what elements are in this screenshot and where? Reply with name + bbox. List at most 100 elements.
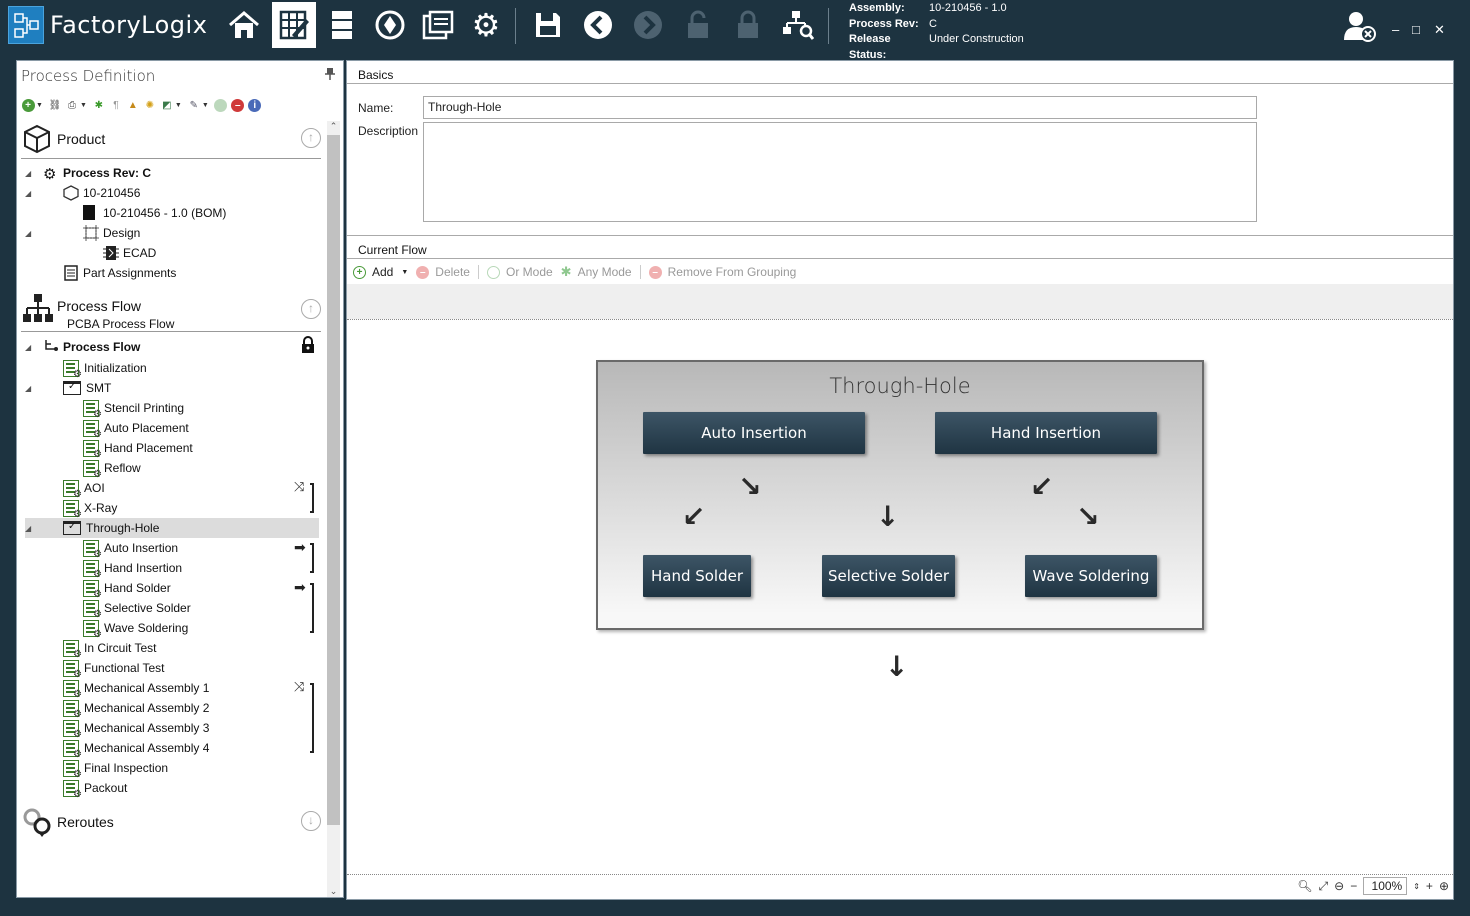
expand-icon[interactable]: ◢ [25,343,31,352]
documents-button[interactable] [416,2,460,48]
tree-step-final-inspection[interactable]: Final Inspection [25,758,168,778]
lock-button[interactable] [726,2,770,48]
expand-down-icon[interactable]: ↓ [301,811,321,831]
map-icon[interactable]: ◩ [160,98,174,112]
tree-step-aoi[interactable]: AOI [25,478,105,498]
tree-item-process-rev[interactable]: ◢ ⚙ Process Rev: C [25,163,151,183]
pencil-icon[interactable]: ✎ [187,98,201,112]
product-section-header[interactable]: Product ↑ [21,124,321,154]
caret-down-icon[interactable]: ▼ [202,102,209,109]
tree-step-hand-solder[interactable]: Hand Solder [25,578,171,598]
home-button[interactable] [222,2,266,48]
node-wave-soldering[interactable]: Wave Soldering [1025,555,1157,597]
materials-button[interactable] [320,2,364,48]
tree-step-wave-soldering[interactable]: Wave Soldering [25,618,188,638]
flow-canvas[interactable]: Through-Hole Auto Insertion Hand Inserti… [347,319,1453,875]
tree-step-auto-placement[interactable]: Auto Placement [25,418,189,438]
or-mode-button[interactable]: Or Mode [487,265,553,279]
delete-button[interactable]: – Delete [416,265,470,279]
node-selective-solder[interactable]: Selective Solder [822,555,955,597]
tree-item-ecad[interactable]: ECAD [25,243,156,263]
tree-step-in-circuit-test[interactable]: In Circuit Test [25,638,156,658]
tree-step-reflow[interactable]: Reflow [25,458,141,478]
tree-step-packout[interactable]: Packout [25,778,127,798]
any-mode-button[interactable]: ✱ Any Mode [561,264,632,280]
expand-icon[interactable]: ◢ [25,169,31,178]
probe-icon[interactable]: ¶ [109,98,123,112]
flask-icon[interactable]: ▲ [126,98,140,112]
lock-icon[interactable] [300,336,316,357]
user-logoff-button[interactable] [1344,10,1376,45]
node-hand-insertion[interactable]: Hand Insertion [935,412,1157,454]
zoom-in-more-icon[interactable]: ⊕ [1439,879,1449,893]
add-icon[interactable]: + [21,98,35,112]
tree-step-mechanical-assembly-1[interactable]: Mechanical Assembly 1 [25,678,209,698]
disabled-circle-icon[interactable] [214,98,228,112]
tree-step-stencil-printing[interactable]: Stencil Printing [25,398,184,418]
tree-item-process-flow-root[interactable]: ◢ Process Flow [25,337,140,357]
gear-gold-icon[interactable]: ✺ [143,98,157,112]
caret-down-icon[interactable]: ▼ [401,269,408,276]
minimize-button[interactable]: – [1392,22,1399,37]
caret-down-icon[interactable]: ▼ [80,102,87,109]
expand-icon[interactable]: ◢ [25,229,31,238]
zoom-all-icon[interactable]: ⤢ [1319,879,1329,894]
name-field[interactable]: Through-Hole [423,96,1257,119]
expand-icon[interactable]: ◢ [25,189,31,198]
description-field[interactable] [423,122,1257,222]
zoom-level-input[interactable]: 100% [1363,877,1407,895]
tree-group-smt[interactable]: ◢SMT [25,378,111,398]
print-icon[interactable]: ⎙ [65,98,79,112]
scroll-down-icon[interactable]: ⌄ [327,886,340,897]
node-auto-insertion[interactable]: Auto Insertion [643,412,865,454]
zoom-in-icon[interactable]: + [1426,879,1433,893]
search-tree-button[interactable] [776,2,820,48]
tree-scrollbar[interactable]: ⌃ ⌄ [327,121,340,897]
zoom-100-icon[interactable]: 🔍︎ [1297,879,1312,893]
tree-step-selective-solder[interactable]: Selective Solder [25,598,191,618]
tree-step-mechanical-assembly-3[interactable]: Mechanical Assembly 3 [25,718,209,738]
unlock-button[interactable] [676,2,720,48]
remove-icon[interactable]: – [231,98,245,112]
tree-step-auto-insertion[interactable]: Auto Insertion [25,538,178,558]
link-icon[interactable]: ⛓ [48,98,62,112]
zoom-out-icon[interactable]: − [1350,879,1357,893]
tree-item-design[interactable]: ◢ Design [25,223,140,243]
tree-step-functional-test[interactable]: Functional Test [25,658,165,678]
save-button[interactable] [526,2,570,48]
forward-button[interactable] [626,2,670,48]
reroutes-section-header[interactable]: Reroutes ↓ [21,807,321,837]
remove-grouping-button[interactable]: – Remove From Grouping [649,265,797,279]
close-button[interactable]: ✕ [1434,22,1445,38]
green-shuffle-icon[interactable]: ✱ [92,98,106,112]
tree-step-mechanical-assembly-4[interactable]: Mechanical Assembly 4 [25,738,209,758]
tree-item-part-assignments[interactable]: Part Assignments [25,263,176,283]
collapse-up-icon[interactable]: ↑ [301,299,321,319]
settings-button[interactable]: ⚙ [464,2,508,48]
tree-step-hand-insertion[interactable]: Hand Insertion [25,558,182,578]
scrollbar-thumb[interactable] [327,135,340,825]
through-hole-group[interactable]: Through-Hole Auto Insertion Hand Inserti… [596,360,1204,630]
pin-icon[interactable] [325,68,335,83]
scroll-up-icon[interactable]: ⌃ [327,121,340,132]
tree-item-bom[interactable]: 10-210456 - 1.0 (BOM) [25,203,226,223]
tree-step-x-ray[interactable]: X-Ray [25,498,117,518]
tree-step-mechanical-assembly-2[interactable]: Mechanical Assembly 2 [25,698,209,718]
tree-item-assembly[interactable]: ◢ 10-210456 [25,183,140,203]
caret-down-icon[interactable]: ▼ [36,102,43,109]
zoom-spinner-icon[interactable]: ⇕ [1413,882,1420,891]
tree-group-through-hole[interactable]: ◢Through-Hole [25,518,319,538]
process-flow-section-header[interactable]: Process Flow PCBA Process Flow ↑ [21,291,321,321]
expand-icon[interactable]: ◢ [25,524,31,533]
zoom-out-more-icon[interactable]: ⊖ [1334,879,1344,893]
process-editor-button[interactable] [272,2,316,48]
back-button[interactable] [576,2,620,48]
tree-step-initialization[interactable]: Initialization [25,358,147,378]
add-button[interactable]: + Add ▼ [353,265,408,279]
expand-icon[interactable]: ◢ [25,384,31,393]
collapse-up-icon[interactable]: ↑ [301,128,321,148]
node-hand-solder[interactable]: Hand Solder [643,555,751,597]
caret-down-icon[interactable]: ▼ [175,102,182,109]
maximize-button[interactable]: □ [1412,22,1420,37]
tree-step-hand-placement[interactable]: Hand Placement [25,438,193,458]
